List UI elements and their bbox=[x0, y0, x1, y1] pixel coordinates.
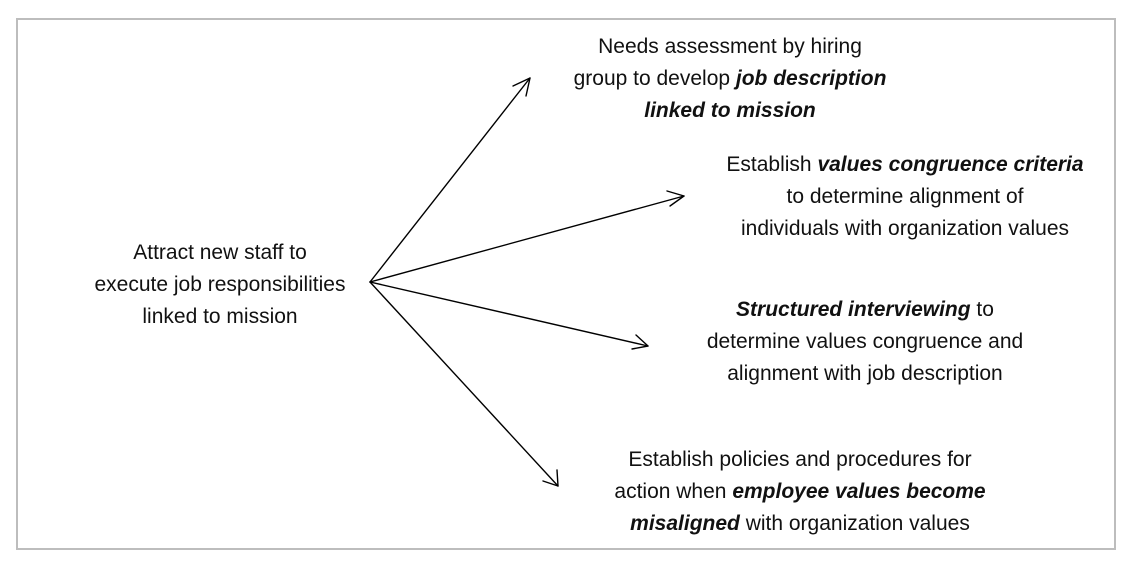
text-segment: action when bbox=[614, 480, 733, 503]
arrow-to-values-congruence-criteria bbox=[369, 190, 685, 283]
emphasis-segment: values congruence criteria bbox=[817, 153, 1084, 176]
diagram-frame bbox=[16, 18, 1116, 550]
text-segment: to determine alignment of bbox=[786, 185, 1024, 208]
emphasis-segment: misaligned bbox=[630, 512, 740, 535]
emphasis-segment: Structured interviewing bbox=[736, 298, 971, 321]
target-line: alignment with job description bbox=[655, 358, 1075, 390]
source-line: Attract new staff to bbox=[133, 241, 307, 264]
target-line: Establish policies and procedures for bbox=[560, 444, 1040, 476]
target-line: misaligned with organization values bbox=[560, 508, 1040, 540]
target-line: Establish values congruence criteria bbox=[690, 149, 1120, 181]
text-segment: determine values congruence and bbox=[706, 330, 1024, 353]
target-node-misaligned-values-policies: Establish policies and procedures for ac… bbox=[560, 444, 1040, 540]
target-line: Structured interviewing to bbox=[655, 294, 1075, 326]
text-segment: Establish bbox=[726, 153, 818, 176]
arrow-to-misaligned-policies bbox=[369, 281, 559, 487]
text-segment: with organization values bbox=[739, 512, 970, 535]
text-segment: to bbox=[970, 298, 994, 321]
target-line: linked to mission bbox=[530, 95, 930, 127]
target-node-structured-interviewing: Structured interviewing to determine val… bbox=[655, 294, 1075, 390]
target-line: determine values congruence and bbox=[655, 326, 1075, 358]
emphasis-segment: linked to mission bbox=[644, 99, 816, 122]
text-segment: Needs assessment by hiring bbox=[598, 35, 862, 58]
text-segment: group to develop bbox=[573, 67, 736, 90]
emphasis-segment: job description bbox=[735, 67, 887, 90]
arrow-to-job-description bbox=[369, 77, 531, 283]
target-line: individuals with organization values bbox=[690, 213, 1120, 245]
text-segment: individuals with organization values bbox=[740, 217, 1070, 240]
text-segment: Establish policies and procedures for bbox=[628, 448, 972, 471]
emphasis-segment: employee values become bbox=[732, 480, 986, 503]
target-line: Needs assessment by hiring bbox=[530, 31, 930, 63]
target-node-values-congruence-criteria: Establish values congruence criteria to … bbox=[690, 149, 1120, 245]
source-node-attract-new-staff: Attract new staff to execute job respons… bbox=[70, 237, 370, 333]
target-line: to determine alignment of bbox=[690, 181, 1120, 213]
source-line: execute job responsibilities bbox=[94, 273, 346, 296]
arrow-to-structured-interviewing bbox=[369, 281, 649, 350]
source-line: linked to mission bbox=[142, 305, 298, 328]
target-line: group to develop job description bbox=[530, 63, 930, 95]
target-line: action when employee values become bbox=[560, 476, 1040, 508]
text-segment: alignment with job description bbox=[727, 362, 1003, 385]
target-node-needs-assessment: Needs assessment by hiring group to deve… bbox=[530, 31, 930, 127]
